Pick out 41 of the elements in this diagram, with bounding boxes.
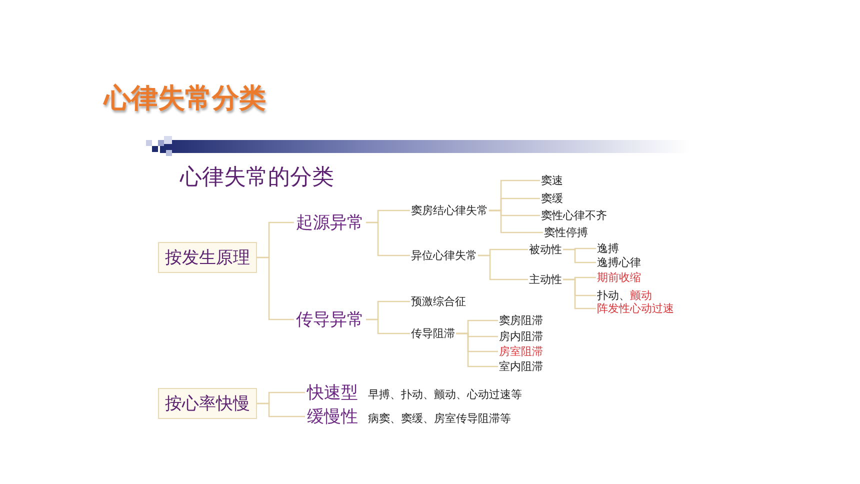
- item-label: 阵发性心动过速: [597, 302, 674, 315]
- item-label: 颤动: [630, 289, 652, 302]
- tree-connector: [366, 222, 410, 256]
- item-label: 被动性: [529, 243, 562, 256]
- item-label: 窦房结心律失常: [411, 204, 488, 217]
- category-label: 按心率快慢: [165, 394, 250, 414]
- category-label: 传导异常: [296, 310, 364, 330]
- examples-note: 早搏、扑动、颤动、心动过速等: [368, 387, 522, 402]
- category-box: [158, 388, 257, 419]
- slide-title: 心律失常分类: [104, 82, 266, 116]
- item-label: 窦性停搏: [544, 226, 588, 239]
- item-label: 室内阻滞: [499, 360, 543, 373]
- item-label: 主动性: [529, 273, 562, 286]
- tree-connector: [489, 210, 543, 234]
- item-label: 传导阻滞: [411, 327, 455, 340]
- item-label: 窦房阻滞: [499, 314, 543, 327]
- diagram-heading: 心律失常的分类: [180, 164, 334, 192]
- item-label: 窦速: [541, 174, 563, 187]
- item-label: 扑动、: [597, 289, 630, 302]
- examples-note: 病窦、窦缓、房室传导阻滞等: [368, 411, 511, 426]
- item-label: 房内阻滞: [499, 330, 543, 343]
- category-label: 起源异常: [296, 213, 364, 233]
- tree-connector: [563, 248, 596, 264]
- tree-connector: [456, 332, 498, 368]
- tree-connector: [478, 254, 528, 280]
- tree-connector: [366, 318, 410, 334]
- item-label: 逸搏心律: [597, 256, 641, 269]
- item-label: 预激综合征: [411, 295, 466, 308]
- tree-connector: [257, 256, 294, 320]
- item-label: 窦性心律不齐: [541, 209, 607, 222]
- item-label: 期前收缩: [597, 271, 641, 284]
- category-label: 缓慢性: [307, 407, 358, 427]
- item-label: 逸搏: [597, 242, 619, 255]
- category-box: [158, 242, 257, 273]
- tree-connector: [563, 278, 596, 310]
- item-label: 窦缓: [541, 192, 563, 205]
- tree-connector: [257, 402, 305, 418]
- category-label: 按发生原理: [165, 248, 250, 268]
- item-label: 房室阻滞: [499, 345, 543, 358]
- category-label: 快速型: [307, 383, 358, 403]
- item-label: 异位心律失常: [411, 249, 477, 262]
